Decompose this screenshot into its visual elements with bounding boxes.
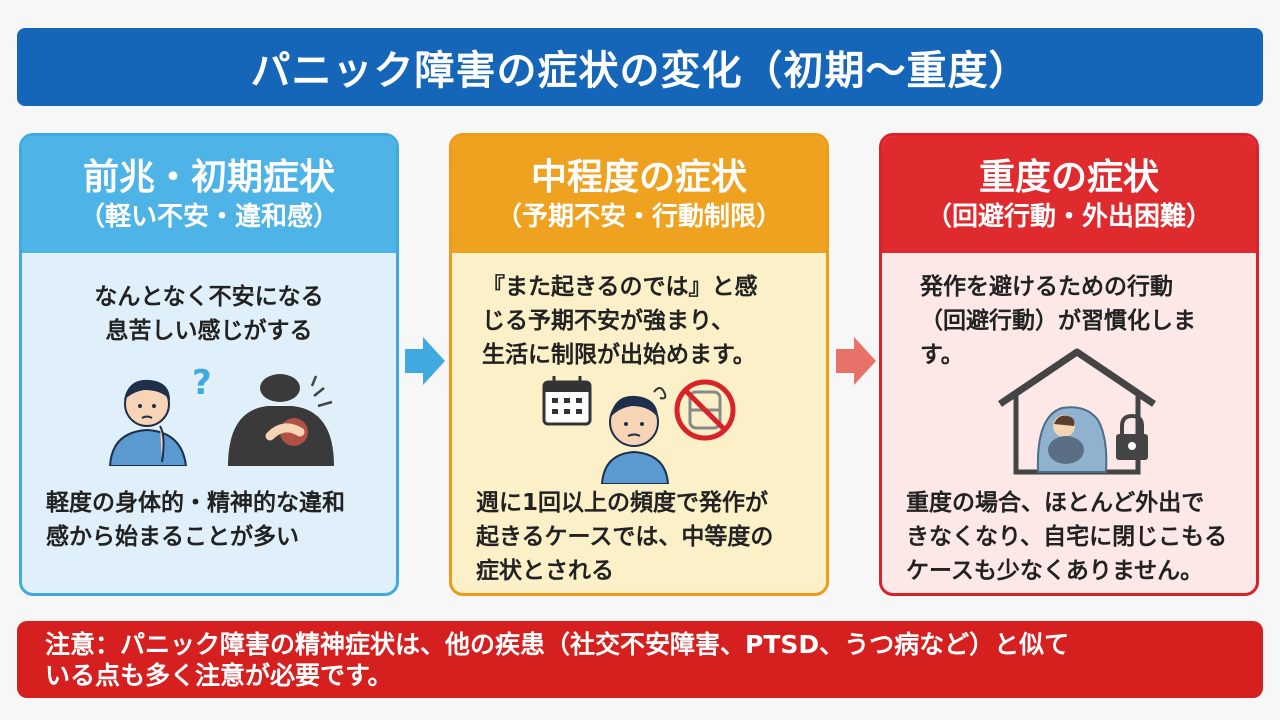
- text-line: ケースも少なくありません。: [906, 558, 1204, 584]
- text-line: 息苦しい感じがする: [105, 318, 313, 344]
- stage-subtitle: （予期不安・行動制限）: [495, 201, 782, 232]
- padlock-icon: [1116, 413, 1148, 460]
- stage-header: 重度の症状 （回避行動・外出困難）: [882, 136, 1256, 253]
- text-line: 発作を避けるための行動: [920, 274, 1173, 300]
- chest-pain-icon: [228, 374, 334, 466]
- text-line: 生活に制限が出始めます。: [482, 342, 756, 368]
- stage-header: 中程度の症状 （予期不安・行動制限）: [452, 136, 826, 253]
- stage-subtitle: （軽い不安・違和感）: [78, 201, 339, 232]
- text-line: す。: [920, 342, 964, 368]
- stage-panel-initial: 前兆・初期症状 （軽い不安・違和感） なんとなく不安になる 息苦しい感じがする …: [19, 133, 399, 596]
- stage-illustration: [542, 376, 736, 484]
- stage-description: なんとなく不安になる 息苦しい感じがする: [22, 280, 396, 348]
- anxious-person-icon: [600, 387, 670, 484]
- caution-note: 注意：パニック障害の精神症状は、他の疾患（社交不安障害、PTSD、うつ病など）と…: [17, 621, 1263, 698]
- text-line: 感から始まることが多い: [46, 524, 299, 550]
- question-mark-icon: ?: [192, 366, 212, 403]
- no-train-icon: [674, 379, 736, 441]
- calendar-icon: [542, 376, 592, 426]
- stage-title: 前兆・初期症状: [82, 156, 335, 198]
- text-line: （回避行動）が習慣化しま: [920, 308, 1196, 334]
- stage-header: 前兆・初期症状 （軽い不安・違和感）: [22, 136, 396, 253]
- stage-illustration: ?: [108, 366, 334, 466]
- stage-subtitle: （回避行動・外出困難）: [925, 201, 1212, 232]
- note-line: いる点も多く注意が必要です。: [45, 661, 393, 690]
- svg-text:?: ?: [192, 366, 212, 403]
- text-line: じる予期不安が強まり、: [482, 308, 735, 334]
- stage-description: 発作を避けるための行動 （回避行動）が習慣化しま す。: [920, 270, 1196, 372]
- arrow-right-icon: [836, 337, 876, 385]
- text-line: 『また起きるのでは』と感: [482, 274, 758, 300]
- stage-detail: 週に1回以上の頻度で発作が 起きるケースでは、中等度の 症状とされる: [476, 486, 773, 588]
- stage-title: 中程度の症状: [530, 156, 747, 198]
- text-line: 症状とされる: [476, 558, 614, 584]
- stage-detail: 軽度の身体的・精神的な違和 感から始まることが多い: [46, 486, 345, 554]
- text-line: 起きるケースでは、中等度の: [476, 524, 774, 550]
- stage-description: 『また起きるのでは』と感 じる予期不安が強まり、 生活に制限が出始めます。: [482, 270, 758, 372]
- stage-panel-moderate: 中程度の症状 （予期不安・行動制限） 『また起きるのでは』と感 じる予期不安が強…: [449, 133, 829, 596]
- worried-person-icon: [108, 379, 188, 466]
- text-line: 重度の場合、ほとんど外出で: [906, 490, 1205, 516]
- page-title: パニック障害の症状の変化（初期〜重度）: [250, 48, 1030, 94]
- text-line: きなくなり、自宅に閉じこもる: [906, 524, 1228, 550]
- text-line: 週に1回以上の頻度で発作が: [476, 490, 769, 516]
- text-line: なんとなく不安になる: [94, 284, 324, 310]
- stage-detail: 重度の場合、ほとんど外出で きなくなり、自宅に閉じこもる ケースも少なくありませ…: [906, 486, 1227, 588]
- hiding-person-icon: [1036, 406, 1108, 473]
- title-bar: パニック障害の症状の変化（初期〜重度）: [17, 28, 1263, 106]
- stage-title: 重度の症状: [978, 156, 1159, 198]
- text-line: 軽度の身体的・精神的な違和: [46, 490, 345, 516]
- stage-illustration: [998, 348, 1156, 475]
- stage-panel-severe: 重度の症状 （回避行動・外出困難） 発作を避けるための行動 （回避行動）が習慣化…: [879, 133, 1259, 596]
- arrow-right-icon: [405, 337, 445, 385]
- note-line: 注意：パニック障害の精神症状は、他の疾患（社交不安障害、PTSD、うつ病など）と…: [45, 630, 1070, 659]
